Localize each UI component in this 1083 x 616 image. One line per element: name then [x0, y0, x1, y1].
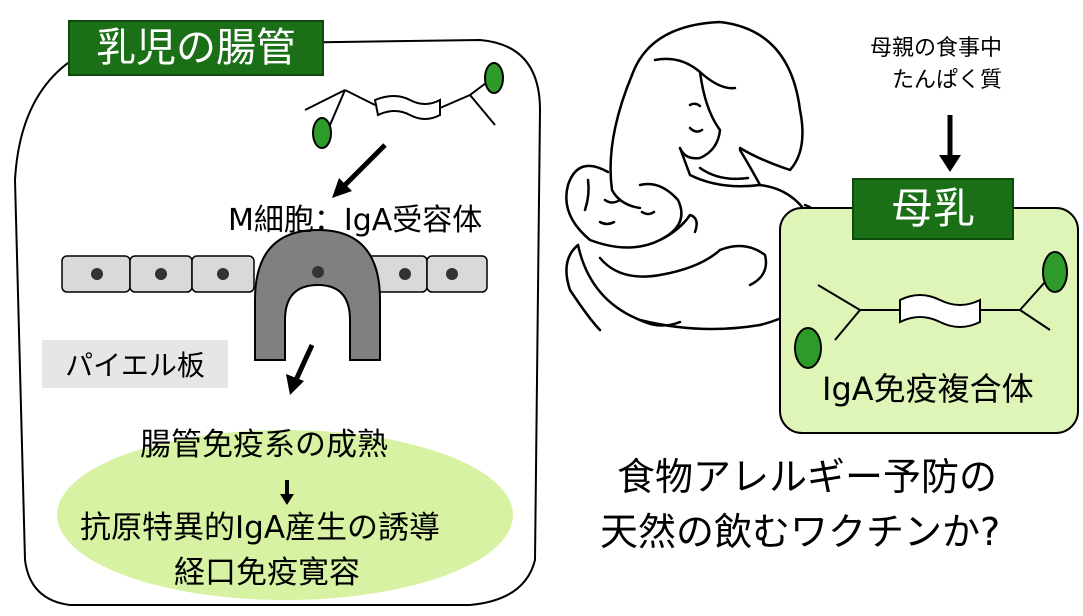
antigen-dot — [484, 62, 504, 94]
maternal-diet-line-2: たんぱく質 — [892, 68, 1003, 93]
conclusion-line-1: 食物アレルギー予防の — [617, 455, 998, 499]
m-cell — [254, 228, 381, 361]
epithelial-cells — [61, 255, 488, 293]
breast-milk-title: 母乳 — [852, 178, 1014, 240]
m-cell-label: M細胞：IgA受容体 — [228, 203, 483, 238]
outcome-iga-induction: 抗原特異的IgA産生の誘導 — [80, 510, 441, 546]
iga-immune-complex-gut — [304, 62, 504, 149]
outcome-maturation: 腸管免疫系の成熟 — [140, 427, 388, 463]
iga-immune-complex-milk — [794, 251, 1068, 369]
antigen-dot — [312, 117, 332, 149]
arrow-to-m-cell — [332, 143, 387, 198]
peyer-patch-label: パイエル板 — [42, 340, 228, 388]
antigen-dot — [794, 327, 822, 369]
maternal-diet-line-1: 母親の食事中 — [870, 36, 1003, 61]
outcome-ellipse — [57, 430, 513, 600]
arrow-to-ellipse — [286, 343, 315, 395]
outcome-arrow — [280, 480, 294, 505]
mother-baby-illustration — [565, 20, 842, 332]
outcome-oral-tolerance: 経口免疫寛容 — [174, 555, 360, 591]
infant-gut-title: 乳児の腸管 — [68, 20, 324, 76]
antigen-dot — [1042, 251, 1068, 293]
iga-complex-label: IgA免疫複合体 — [822, 370, 1034, 408]
arrow-to-breast-milk — [939, 115, 961, 172]
conclusion-line-2: 天然の飲むワクチンか? — [600, 510, 1001, 554]
